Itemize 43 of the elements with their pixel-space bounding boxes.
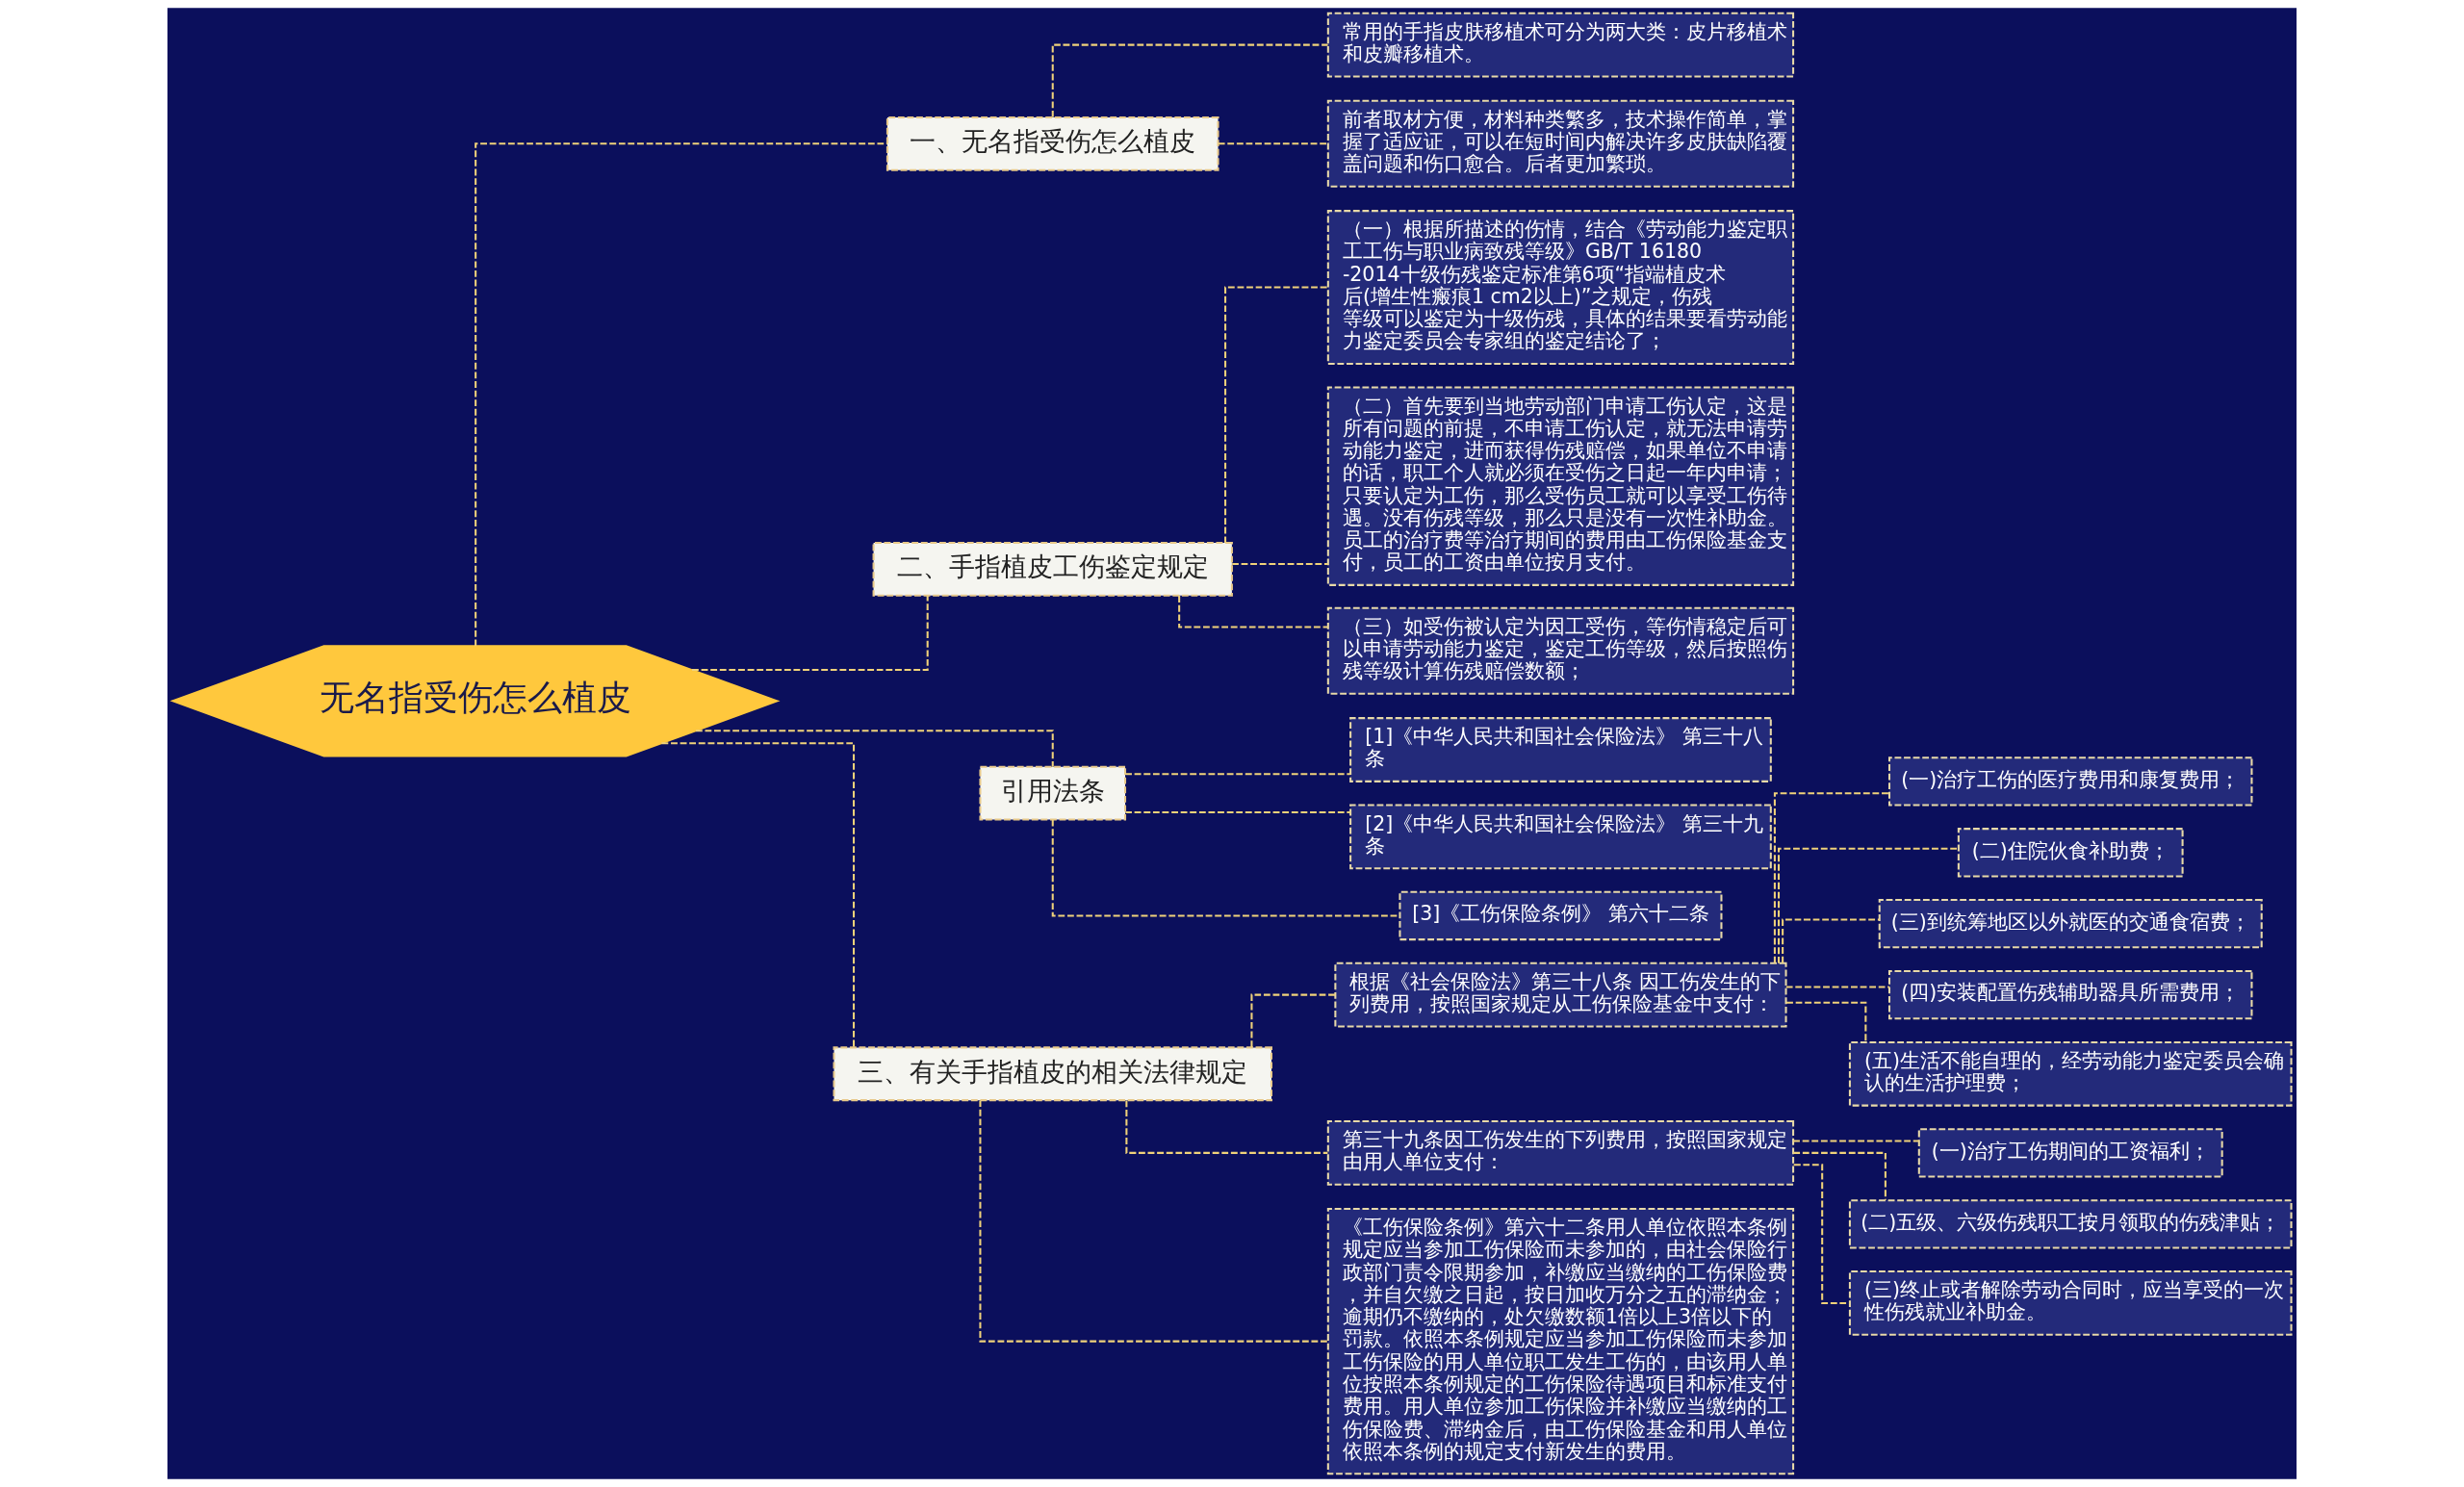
node-box: [3]《工伤保险条例》 第六十二条 <box>1399 890 1723 941</box>
connector <box>475 142 887 647</box>
node-box: (一)治疗工伤的医疗费用和康复费用； <box>1887 756 2253 807</box>
node-box: (四)安装配置伤残辅助器具所需费用； <box>1887 969 2253 1020</box>
connector <box>1232 562 1328 565</box>
node-box: 前者取材方便，材料种类繁多，技术操作简单，掌握了适应证，可以在短时间内解决许多皮肤缺陷覆盖问题和伤口愈合。后者更加繁琐。 <box>1326 99 1795 188</box>
node-box: (三)终止或者解除劳动合同时，应当享受的一次性伤残就业补助金。 <box>1848 1270 2293 1336</box>
connector <box>1773 792 1889 963</box>
node-box: (五)生活不能自理的，经劳动能力鉴定委员会确认的生活护理费； <box>1848 1040 2293 1107</box>
connector <box>1051 43 1328 117</box>
connector <box>692 595 929 672</box>
node-box: 第三十九条因工伤发生的下列费用，按照国家规定由用人单位支付： <box>1326 1120 1795 1186</box>
node-box: 二、手指植皮工伤鉴定规定 <box>872 542 1233 597</box>
connector <box>1793 1151 1886 1200</box>
connector <box>1224 286 1328 543</box>
node-box: 《工伤保险条例》第六十二条用人单位依照本条例规定应当参加工伤保险而未参加的，由社会保险行政部门责令限期参加，补缴应当缴纳的工伤保险费，并自欠缴之日起，按日加收万分之五的滞纳金；逾期仍不缴纳的，处欠缴数额1倍以上3倍以下的罚款。依照本条例规定应当参加工伤保险而未参加工伤保险的用人单位职工发生工伤的，由该用人单位按照本条例规定的工伤保险待遇项目和标准支付费用。用人单位参加工伤保险并补缴应当缴纳的工伤保险费、滞纳金后，由工伤保险基金和用人单位依照本条例的规定支付新发生的费用。 <box>1326 1208 1795 1475</box>
node-box: 常用的手指皮肤移植术可分为两大类：皮片移植术和皮瓣移植术。 <box>1326 12 1795 78</box>
node-box: 一、无名指受伤怎么植皮 <box>886 115 1219 171</box>
connector <box>1218 142 1328 145</box>
connector <box>1250 993 1336 1047</box>
node-box: (一)治疗工伤期间的工资福利； <box>1917 1128 2223 1178</box>
node-box: 引用法条 <box>979 765 1127 821</box>
connector <box>1785 986 1889 988</box>
node-box: （一）根据所描述的伤情，结合《劳动能力鉴定职工工伤与职业病致残等级》GB/T 16180-2014十级伤残鉴定标准第6项“指端植皮术后(增生性瘢痕1 cm2以上)”之规定，伤残等级可以鉴定为十级伤残，具体的结果要看劳动能力鉴定委员会专家组的鉴定结论了； <box>1326 210 1795 365</box>
node-box: 根据《社会保险法》第三十八条 因工伤发生的下列费用，按照国家规定从工伤保险基金中支付： <box>1334 961 1787 1028</box>
node-box: (二)住院伙食补助费； <box>1957 828 2184 878</box>
connector <box>1782 918 1880 963</box>
connector <box>1125 811 1350 814</box>
node-box: （三）如受伤被认定为因工受伤，等伤情稳定后可以申请劳动能力鉴定，鉴定工伤等级，然后按照伤残等级计算伤残赔偿数额； <box>1326 606 1795 695</box>
node-box: [1]《中华人民共和国社会保险法》 第三十八条 <box>1349 717 1772 782</box>
connector <box>1778 847 1959 963</box>
node-box: 三、有关手指植皮的相关法律规定 <box>833 1046 1272 1102</box>
connector <box>696 730 1054 767</box>
connector <box>661 742 856 1048</box>
node-box: (三)到统筹地区以外就医的交通食宿费； <box>1878 899 2263 949</box>
node-box: [2]《中华人民共和国社会保险法》 第三十九条 <box>1349 804 1772 870</box>
connector <box>1785 1001 1867 1042</box>
connector <box>1793 1140 1919 1142</box>
node-box: （二）首先要到当地劳动部门申请工伤认定，这是所有问题的前提，不申请工伤认定，就无法申请劳动能力鉴定，进而获得伤残赔偿，如果单位不申请的话，职工个人就必须在受伤之日起一年内申请；只要认定为工伤，那么受伤员工就可以享受工伤待遇。没有伤残等级，那么只是没有一次性补助金。员工的治疗费等治疗期间的费用由工伤保险基金支付，员工的工资由单位按月支付。 <box>1326 386 1795 586</box>
connector <box>1125 773 1350 776</box>
node-box: (二)五级、六级伤残职工按月领取的伤残津贴； <box>1848 1199 2293 1249</box>
connector <box>979 1100 1328 1343</box>
connector <box>1125 1100 1328 1154</box>
